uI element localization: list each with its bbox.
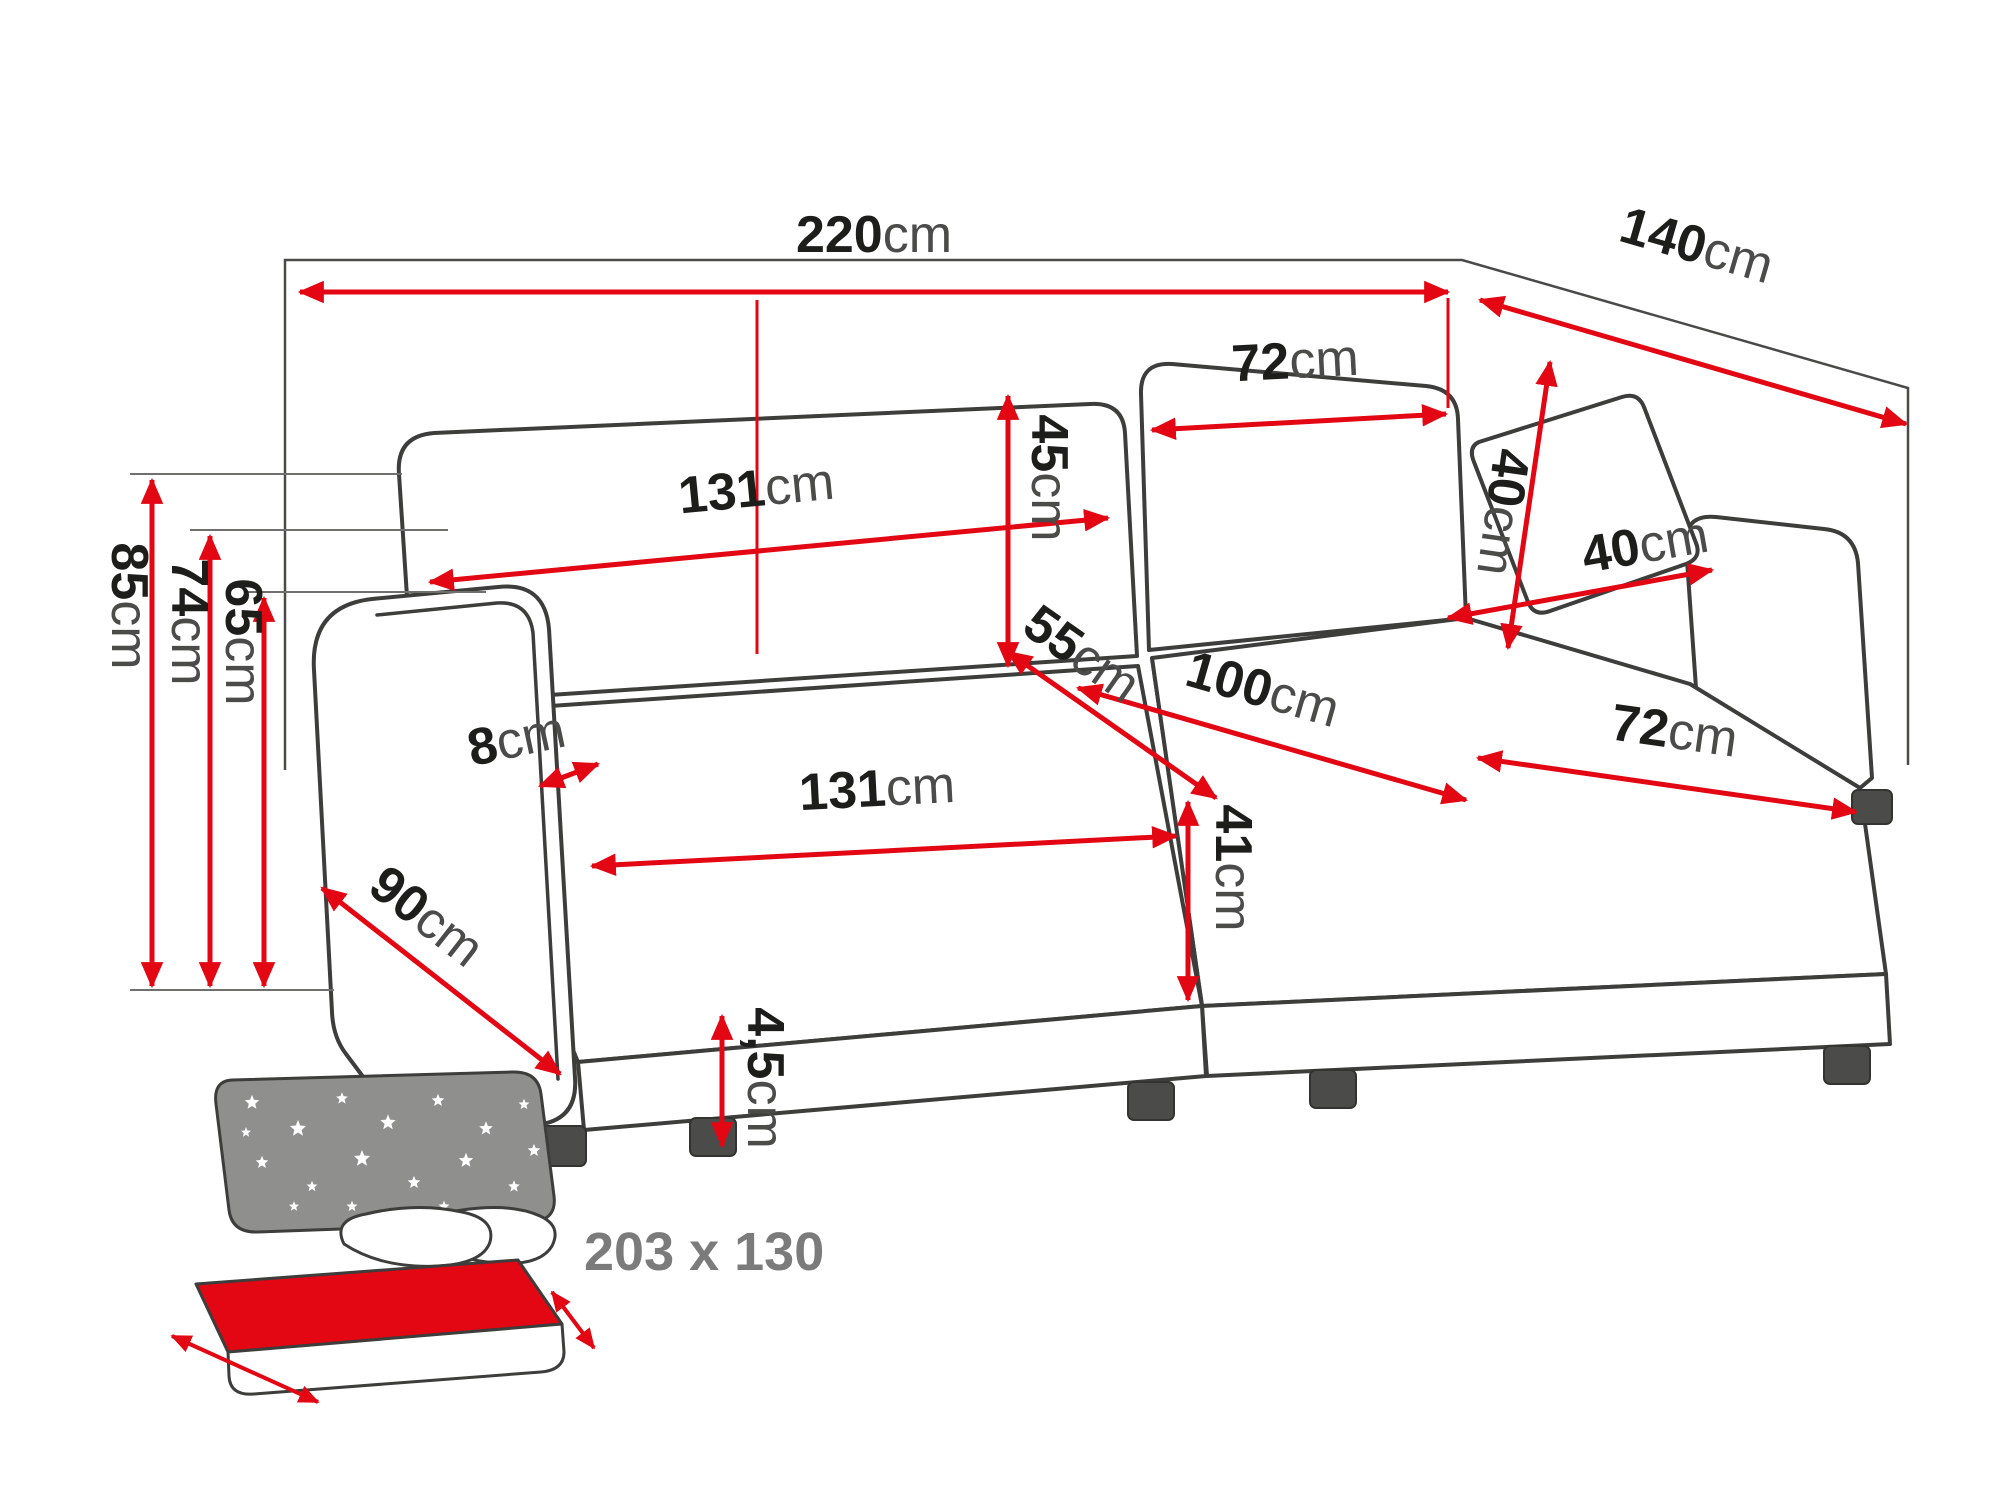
sofa-leg — [1127, 1081, 1175, 1121]
label-back-cushion-right-width: 72cm — [1230, 329, 1360, 394]
label-back-height: 74cm — [160, 558, 218, 685]
sofa-leg — [1823, 1045, 1871, 1085]
dim-line-back-cushion-right-width — [1149, 404, 1449, 440]
bed-width-arrow — [170, 1334, 320, 1404]
dim-line-armrest-length — [320, 886, 562, 1076]
label-total-height: 85cm — [100, 542, 158, 669]
dim-line-seat-width — [589, 825, 1179, 877]
sofa-leg — [689, 1117, 737, 1157]
dim-line-pillow-width — [1445, 563, 1715, 625]
dimension-lines — [140, 280, 1909, 1149]
sofa-leg — [1851, 789, 1893, 825]
sleeping-area-label: 203 x 130 — [584, 1222, 824, 1282]
perspective-frame — [283, 258, 1910, 770]
label-seat-width: 131cm — [798, 756, 957, 822]
frame-outline — [283, 258, 1910, 770]
dimension-labels: 220cm 140cm 85cm 74cm 65cm 131cm 45cm 72… — [100, 196, 1780, 1149]
sofa-leg — [1309, 1069, 1357, 1109]
label-armrest-height: 65cm — [214, 578, 272, 705]
bed-length-arrow — [550, 1290, 596, 1350]
label-leg-height: 4,5cm — [736, 1007, 794, 1149]
dim-line-overall-depth — [1477, 295, 1909, 429]
dim-line-chaise-length — [1075, 683, 1469, 805]
dim-line-backrest-width — [427, 509, 1111, 591]
dim-line-armrest-thickness — [537, 761, 601, 789]
label-chaise-width: 72cm — [1607, 694, 1741, 769]
label-seat-height: 41cm — [1204, 804, 1262, 931]
bed-icon — [170, 1070, 596, 1404]
bed-pillow-front — [339, 1206, 493, 1268]
label-overall-width: 220cm — [796, 206, 952, 264]
label-overall-depth: 140cm — [1614, 196, 1780, 295]
sofa-drawing — [311, 361, 1893, 1167]
backrest-cushion-right — [1138, 361, 1468, 652]
seat-front — [576, 1004, 1208, 1132]
label-backrest-width: 131cm — [676, 453, 837, 526]
dim-line-chaise-width — [1475, 750, 1859, 820]
label-pillow-width: 40cm — [1577, 506, 1712, 585]
label-pillow-height: 40cm — [1465, 445, 1540, 579]
left-armrest-piping — [375, 601, 560, 1081]
extension-lines — [130, 298, 1450, 991]
label-backrest-cushion-height: 45cm — [1020, 414, 1078, 541]
